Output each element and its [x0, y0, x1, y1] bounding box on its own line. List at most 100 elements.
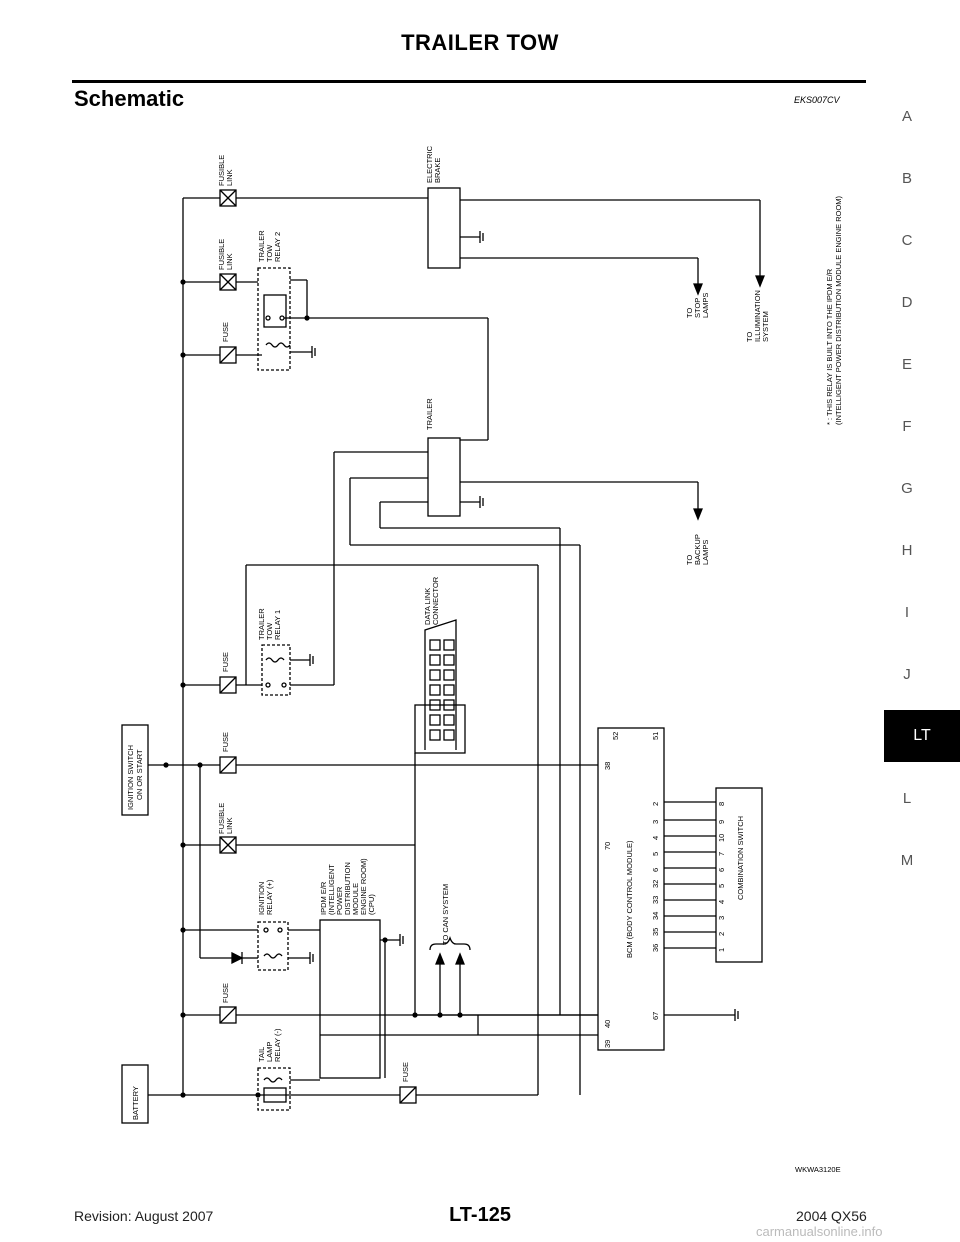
label-to: TO	[685, 555, 694, 565]
label-lamp: LAMP	[265, 1042, 274, 1062]
trailer-connector-block	[349, 437, 703, 1095]
fusible-link-icon	[219, 273, 237, 291]
label-note-line-2: (INTELLIGENT POWER DISTRIBUTION MODULE E…	[834, 195, 843, 425]
label-backup: BACKUP	[693, 534, 702, 565]
combo-pin: 5	[717, 884, 726, 888]
label-brake: BRAKE	[433, 158, 442, 183]
side-index-f[interactable]: F	[902, 418, 912, 435]
side-index-d[interactable]: D	[901, 294, 913, 311]
label-stop: STOP	[693, 298, 702, 318]
label-tail: TAIL	[257, 1047, 266, 1062]
label-battery: BATTERY	[131, 1086, 140, 1120]
fuse-icon	[219, 676, 237, 694]
label-lamps: LAMPS	[701, 293, 710, 318]
side-index-j[interactable]: J	[903, 666, 911, 683]
fuse-icon	[219, 756, 237, 774]
power-bus	[148, 197, 598, 1096]
data-link-connector	[414, 619, 466, 1015]
combo-pin: 10	[717, 834, 726, 842]
side-index-i[interactable]: I	[904, 604, 910, 621]
label-electric: ELECTRIC	[425, 145, 434, 183]
combo-pin: 3	[717, 916, 726, 920]
label-illumination: ILLUMINATION	[753, 290, 762, 342]
side-index-e[interactable]: E	[901, 356, 912, 373]
label-ignition-switch: IGNITION SWITCH	[126, 745, 135, 810]
bcm-pin: 32	[651, 880, 660, 888]
label-trailer: TRAILER	[257, 230, 266, 262]
bcm-pin: 36	[651, 944, 660, 952]
fusible-link-icon	[219, 189, 237, 207]
bcm-pin: 52	[611, 732, 620, 740]
bcm-pin: 67	[651, 1012, 660, 1020]
trailer-tow-relay-1	[261, 451, 428, 696]
combination-switch-block	[664, 787, 763, 963]
label-ipdm: DISTRIBUTION	[343, 862, 352, 915]
combo-pin: 7	[717, 852, 726, 856]
label-tow: TOW	[265, 244, 274, 262]
side-index-h[interactable]: H	[901, 542, 913, 559]
label-fuse: FUSE	[221, 322, 230, 342]
label-combination-switch: COMBINATION SWITCH	[736, 816, 745, 900]
section-title: Schematic	[74, 86, 185, 111]
figure-code: WKWA3120E	[795, 1165, 841, 1174]
footer-revision: Revision: August 2007	[74, 1208, 214, 1224]
combo-pin: 8	[717, 802, 726, 806]
bcm-pin: 39	[603, 1040, 612, 1048]
label-ipdm: (CPU)	[367, 894, 376, 915]
bcm-pin: 2	[651, 802, 660, 806]
footer-model: 2004 QX56	[796, 1208, 867, 1224]
battery-box	[121, 1064, 149, 1124]
label-to-can-system: TO CAN SYSTEM	[441, 884, 450, 945]
side-index-lt-active[interactable]: LT	[884, 710, 960, 762]
side-index-g[interactable]: G	[901, 480, 913, 497]
can-bus-lines	[320, 528, 598, 1036]
label-relay-minus: RELAY (-)	[273, 1028, 282, 1062]
fuse-icon	[219, 1006, 237, 1024]
label-ipdm: ENGINE ROOM)	[359, 858, 368, 915]
bcm-pin: 40	[603, 1020, 612, 1028]
label-to: TO	[685, 308, 694, 318]
label-link: LINK	[225, 253, 234, 270]
label-link: LINK	[225, 169, 234, 186]
section-code: EKS007CV	[794, 95, 840, 105]
label-ipdm: (INTELLIGENT	[327, 864, 336, 915]
bcm-pin: 70	[603, 842, 612, 850]
label-data-link: DATA LINK	[423, 588, 432, 625]
bcm-pin: 35	[651, 928, 660, 936]
label-note-line-1: * : THIS RELAY IS BUILT INTO THE IPDM E/…	[825, 268, 834, 425]
side-index-m[interactable]: M	[900, 852, 914, 869]
ipdm-er-block	[319, 919, 404, 1079]
label-ipdm: MODULE	[351, 883, 360, 915]
label-trailer: TRAILER	[257, 608, 266, 640]
bcm-pin: 34	[651, 912, 660, 920]
bcm-pin: 5	[651, 852, 660, 856]
watermark: carmanualsonline.info	[756, 1224, 883, 1239]
fusible-link-icon	[219, 836, 237, 854]
label-fuse: FUSE	[221, 732, 230, 752]
label-to: TO	[745, 332, 754, 342]
label-ignition-relay-sign: RELAY (+)	[265, 879, 274, 915]
label-ignition-relay: IGNITION	[257, 882, 266, 915]
fuse-icon	[219, 346, 237, 364]
label-ignition-switch-state: ON OR START	[135, 749, 144, 800]
label-fuse: FUSE	[221, 652, 230, 672]
trailer-tow-relay-2	[257, 267, 489, 441]
ignition-switch-box	[121, 724, 149, 816]
label-fusible: FUSIBLE	[217, 155, 226, 186]
title-rule	[72, 80, 866, 83]
bcm-pin: 33	[651, 896, 660, 904]
label-bcm: BCM (BODY CONTROL MODULE)	[625, 840, 634, 958]
page-title: TRAILER TOW	[401, 30, 559, 55]
label-link: LINK	[225, 817, 234, 834]
label-lamps: LAMPS	[701, 540, 710, 565]
side-index-b[interactable]: B	[901, 170, 912, 187]
tail-lamp-relay	[257, 1067, 320, 1111]
side-index-l[interactable]: L	[902, 790, 912, 807]
side-index-c[interactable]: C	[901, 232, 913, 249]
label-ipdm: POWER	[335, 886, 344, 915]
side-index-a[interactable]: A	[901, 108, 912, 125]
bcm-pin: 3	[651, 820, 660, 824]
combo-pin: 2	[717, 932, 726, 936]
electric-brake-block	[427, 187, 765, 296]
